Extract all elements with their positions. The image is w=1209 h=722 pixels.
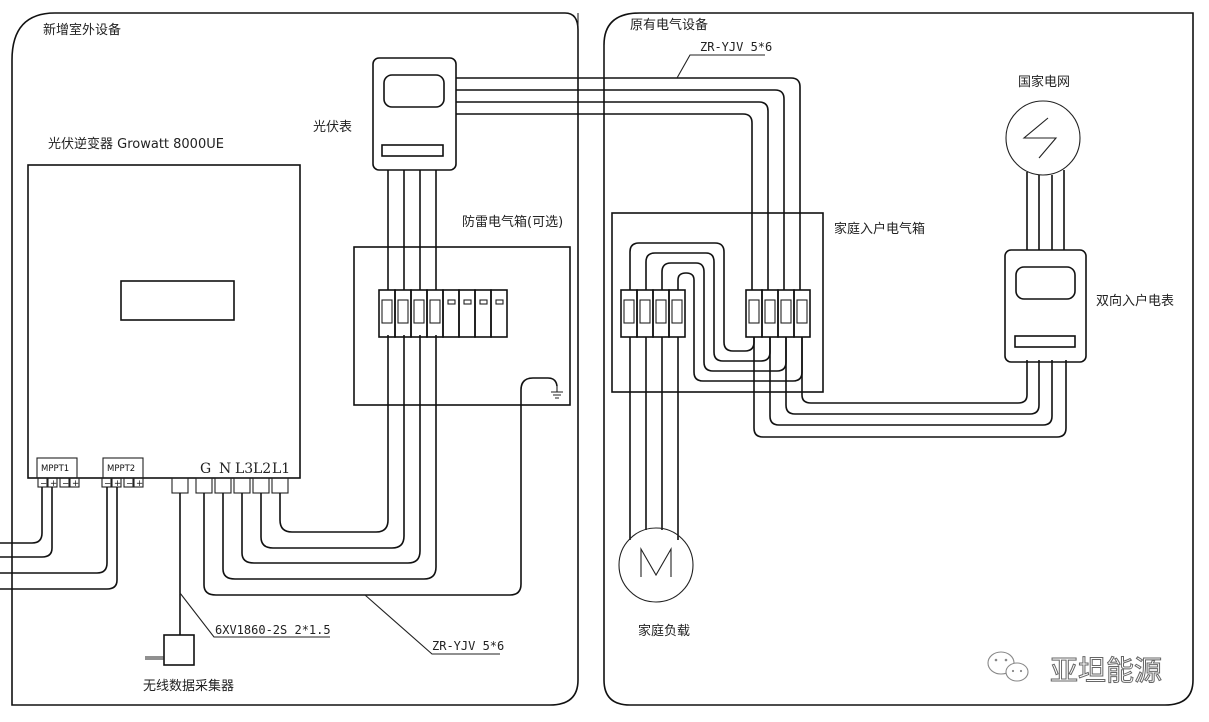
ground-icon	[551, 386, 563, 399]
mppt2-terminals: − + − +	[101, 477, 144, 489]
svg-text:−: −	[104, 479, 111, 489]
outdoor-region-title: 新增室外设备	[43, 22, 121, 38]
inverter-ac-wires	[203, 335, 558, 596]
data-logger-label: 无线数据采集器	[143, 678, 234, 694]
ac-terminal-labels: G N L3 L2 L1	[200, 461, 290, 477]
watermark-text: 亚坦能源	[1050, 654, 1162, 687]
mppt1-label: MPPT1	[41, 464, 69, 474]
inverter-label: 光伏逆变器 Growatt 8000UE	[48, 136, 224, 152]
svg-text:G: G	[200, 461, 211, 477]
inverter-body	[27, 164, 301, 479]
pv-meter-display	[383, 74, 445, 108]
svg-text:N: N	[219, 461, 231, 477]
svg-text:+: +	[136, 479, 143, 489]
bidirectional-meter-body	[1004, 249, 1087, 363]
svg-text:L2: L2	[253, 461, 271, 477]
ac-cable-label: ZR-YJV 5*6	[432, 639, 504, 653]
svg-text:+: +	[72, 479, 79, 489]
home-box-right-breakers	[745, 289, 811, 338]
home-box-left-breakers	[620, 289, 686, 338]
data-logger-antenna	[145, 656, 164, 660]
mppt2-label: MPPT2	[107, 464, 135, 474]
pv-to-home-wires	[456, 77, 801, 290]
comm-cable-leader	[179, 592, 330, 638]
ac-cable-leader	[364, 594, 500, 655]
spd-box	[353, 246, 571, 406]
svg-text:−: −	[126, 479, 133, 489]
spd-breakers	[378, 289, 508, 338]
bidirectional-meter-label: 双向入户电表	[1096, 293, 1174, 309]
lightning-icon	[1022, 117, 1058, 159]
svg-text:+: +	[114, 479, 121, 489]
mppt2-box	[102, 457, 144, 479]
bidirectional-meter-plate	[1014, 335, 1076, 348]
load-motor-icon	[618, 527, 694, 603]
comm-cable-label: 6XV1860-2S 2*1.5	[215, 623, 331, 637]
grid-source-icon	[1005, 100, 1081, 176]
home-box-label: 家庭入户电气箱	[834, 221, 925, 237]
spd-box-label: 防雷电气箱(可选)	[462, 214, 563, 230]
grid-label: 国家电网	[1018, 74, 1070, 90]
svg-text:+: +	[50, 479, 57, 489]
mppt1-terminals: − + − +	[37, 477, 80, 489]
pv-meter-label: 光伏表	[313, 120, 352, 135]
existing-region-frame	[603, 12, 1194, 706]
grid-to-meter-wires	[1026, 170, 1065, 250]
data-logger-box	[163, 634, 195, 666]
meter-cable-leader	[676, 54, 765, 79]
home-to-meter-wires	[753, 337, 1067, 438]
existing-region-title: 原有电气设备	[630, 17, 708, 33]
svg-text:−: −	[40, 479, 47, 489]
inverter-display	[120, 280, 235, 321]
load-label: 家庭负载	[638, 623, 690, 639]
svg-text:L3: L3	[235, 461, 253, 477]
bidirectional-meter-display	[1015, 266, 1076, 300]
home-box	[611, 212, 824, 393]
home-box-internal-wires	[629, 242, 803, 382]
inverter-terminal-blocks	[171, 477, 289, 494]
pv-meter-down-wires	[387, 170, 437, 290]
load-wires	[629, 337, 679, 540]
svg-text:L1: L1	[272, 461, 290, 477]
motor-letter-m	[640, 546, 672, 577]
outdoor-region-frame	[11, 12, 579, 706]
svg-text:−: −	[62, 479, 69, 489]
pv-meter-label-plate	[381, 144, 444, 157]
dc-input-wires	[0, 487, 118, 590]
meter-cable-label: ZR-YJV 5*6	[700, 40, 772, 54]
wechat-icon	[987, 651, 1029, 682]
